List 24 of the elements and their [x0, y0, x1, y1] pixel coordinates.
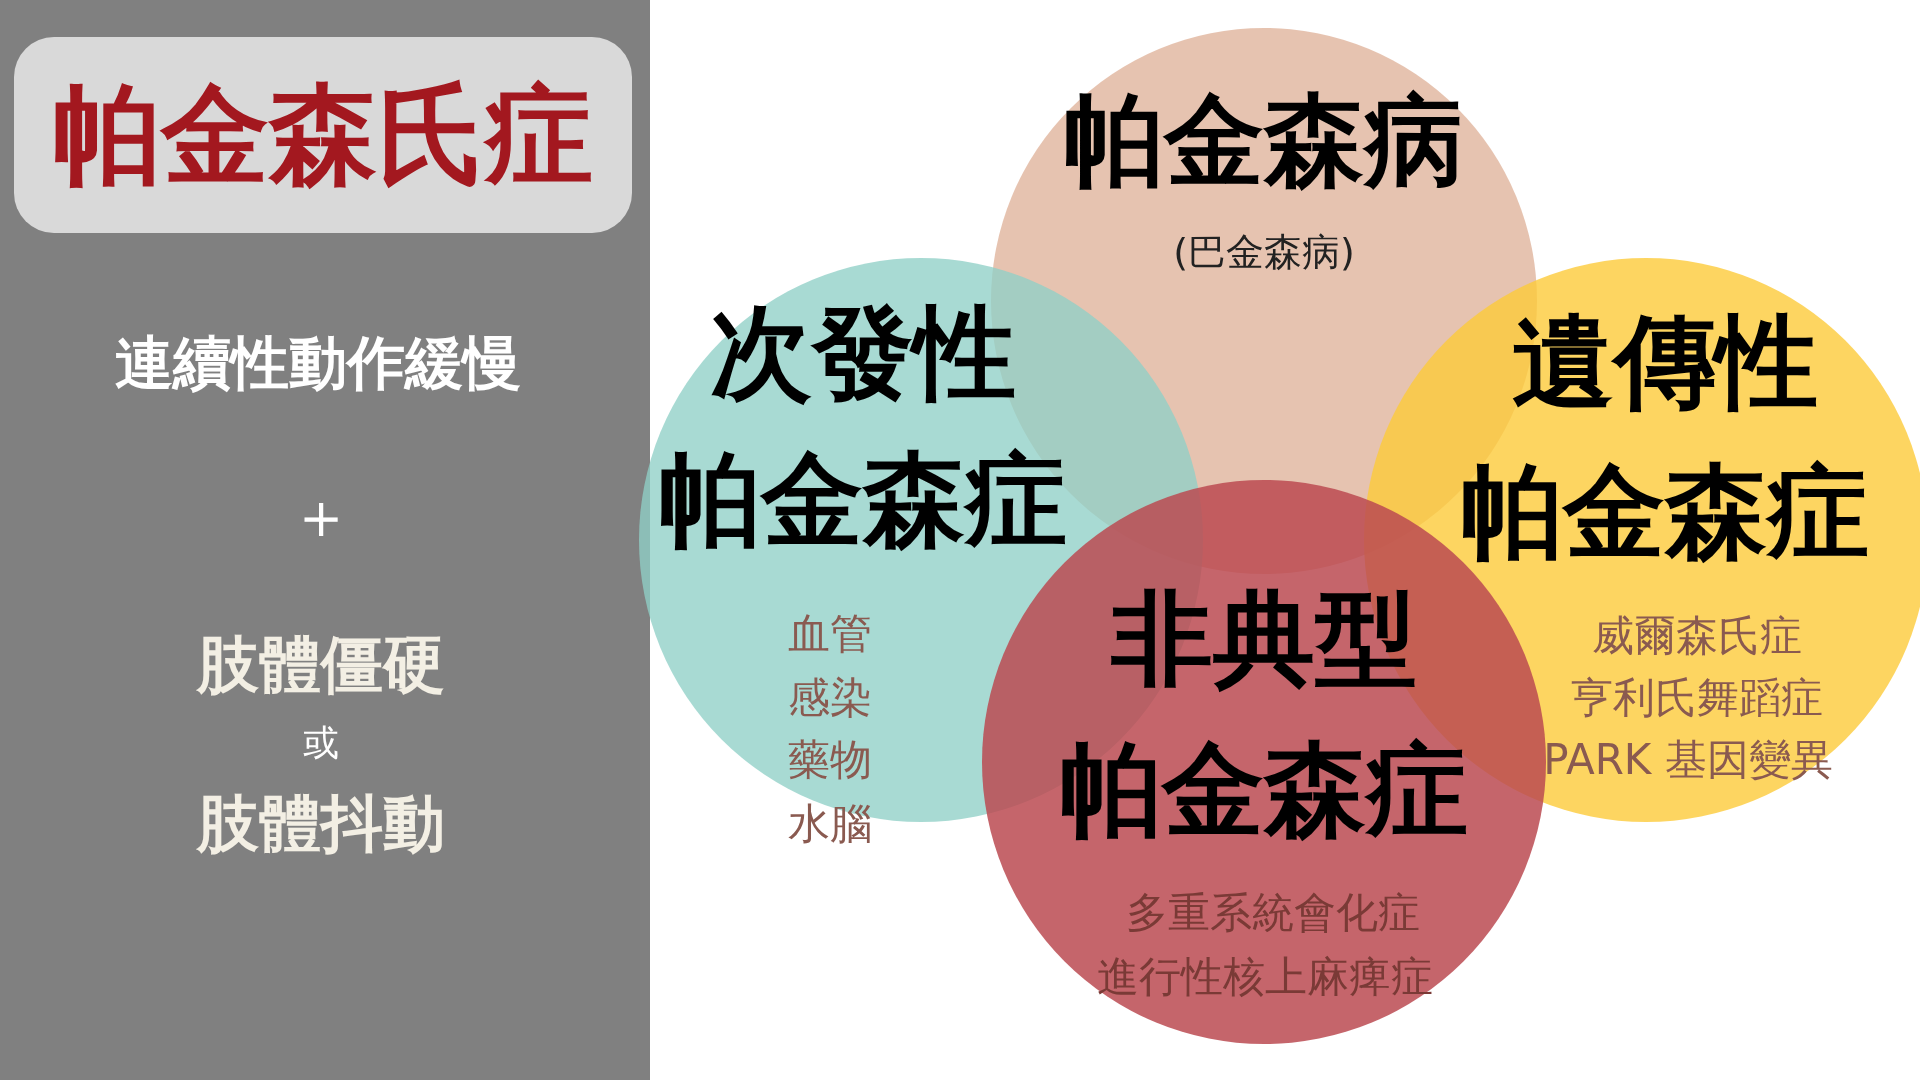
side-panel: [0, 0, 650, 1080]
heading-text: 遺傳性: [1512, 300, 1818, 423]
connector-word: 或: [303, 721, 339, 765]
heading-text: 帕金森症: [1461, 450, 1869, 573]
list-item: 藥物: [788, 734, 872, 786]
heading-text: 次發性: [710, 291, 1016, 414]
heading-text: 帕金森症: [1060, 728, 1468, 851]
title-box: [14, 37, 632, 233]
list-item: 亨利氏舞蹈症: [1571, 672, 1823, 724]
list-item: 感染: [788, 672, 872, 724]
subtitle-text: (巴金森病): [1173, 230, 1355, 276]
heading-text: 帕金森症: [659, 438, 1067, 561]
symptom-text: 連續性動作緩慢: [115, 329, 521, 399]
list-item: 水腦: [788, 798, 872, 850]
list-item: 進行性核上麻痺症: [1097, 951, 1433, 1003]
symptom-text: 肢體抖動: [197, 786, 445, 862]
list-item: 血管: [788, 608, 872, 660]
list-item: 多重系統會化症: [1126, 887, 1420, 939]
title-text: 帕金森氏症: [53, 71, 593, 200]
list-item: 威爾森氏症: [1592, 610, 1802, 662]
heading-text: 帕金森病: [1064, 81, 1464, 201]
plus-sign: ＋: [289, 477, 353, 555]
heading-text: 非典型: [1111, 577, 1417, 700]
symptom-text: 肢體僵硬: [197, 627, 445, 703]
